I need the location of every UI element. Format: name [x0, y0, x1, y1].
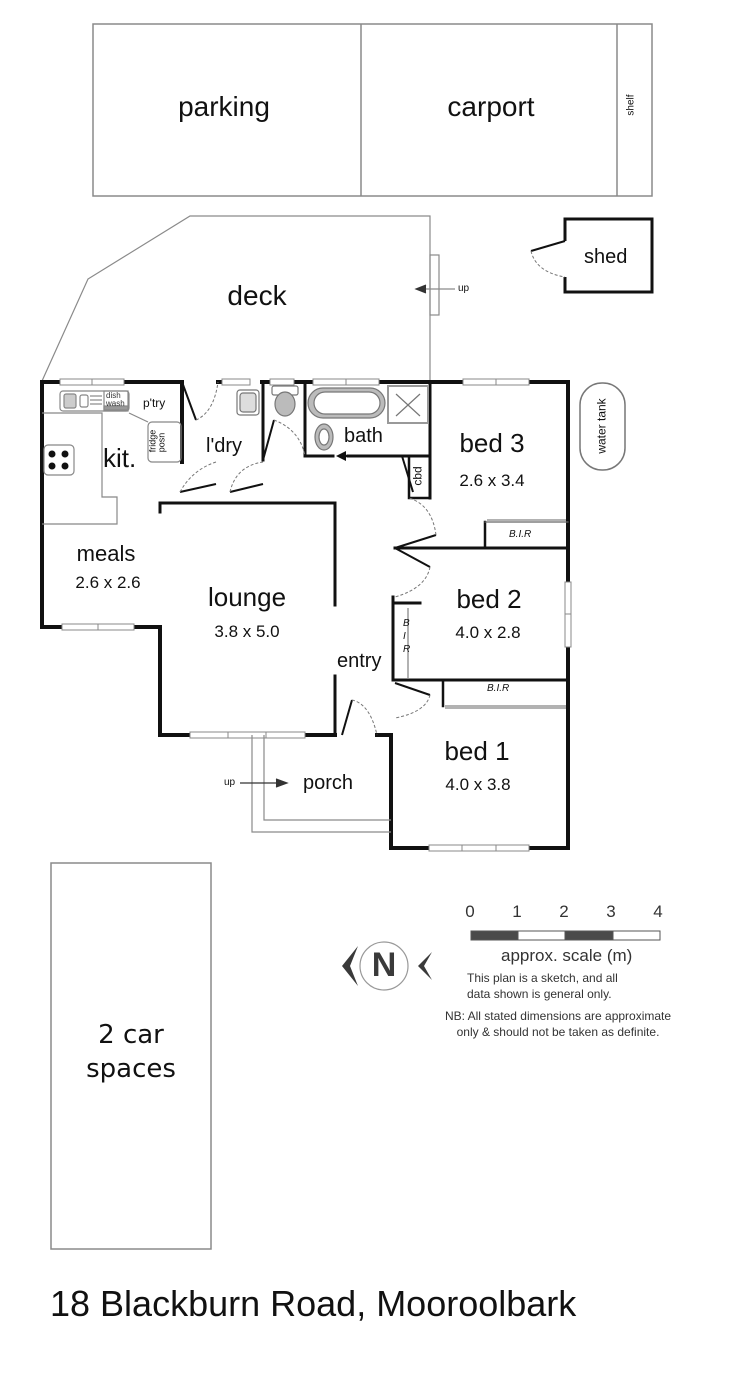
- parking-carport-outline: [92, 23, 653, 197]
- pantry-label: p'try: [143, 396, 166, 410]
- dishwasher-line2: wash: [106, 399, 125, 408]
- scale-tick-1: 1: [512, 902, 522, 921]
- car-spaces-line1: 2 car: [98, 1020, 164, 1050]
- dishwasher-line1: dish: [106, 391, 121, 400]
- deck-outline: [41, 215, 455, 382]
- bed2-label: bed 2: [456, 584, 522, 614]
- kitchen-fixtures: [42, 390, 182, 525]
- laundry-label: l'dry: [206, 435, 243, 457]
- shed-label: shed: [584, 246, 628, 268]
- cupboard-label: cbd: [410, 466, 425, 486]
- disclaimer-line2: data shown is general only.: [467, 987, 612, 1001]
- north-compass: [342, 941, 432, 991]
- scale-tick-2: 2: [559, 902, 569, 921]
- bed3-dimensions: 2.6 x 3.4: [459, 471, 525, 490]
- shelf-label: shelf: [625, 94, 637, 116]
- fridge-position-label: fridge posn: [147, 430, 167, 453]
- bed2-bir-i: I: [403, 631, 406, 642]
- porch-steps: [240, 735, 391, 833]
- entry-label: entry: [337, 650, 382, 672]
- scale-label: approx. scale (m): [501, 946, 633, 965]
- bed2-bir-r: R: [403, 644, 411, 655]
- bed1-label: bed 1: [444, 736, 510, 766]
- disclaimer-dimensions: NB: All stated dimensions are approximat…: [445, 1008, 671, 1040]
- disclaimer-line4: only & should not be taken as definite.: [456, 1025, 660, 1039]
- disclaimer-sketch: This plan is a sketch, and all data show…: [467, 970, 618, 1002]
- lounge-dimensions: 3.8 x 5.0: [214, 622, 280, 641]
- bath-entry-arrow: [336, 451, 364, 461]
- kitchen-label: kit.: [103, 443, 137, 473]
- compass-north-letter: N: [371, 946, 397, 984]
- water-tank-outline: [579, 382, 626, 471]
- scale-tick-4: 4: [653, 902, 663, 921]
- porch-label: porch: [303, 772, 354, 794]
- disclaimer-line1: This plan is a sketch, and all: [467, 971, 618, 985]
- bathroom-fixtures: [236, 385, 429, 451]
- deck-label: deck: [227, 280, 287, 311]
- car-spaces-outline: [50, 862, 212, 1250]
- scale-tick-3: 3: [606, 902, 616, 921]
- bed3-bir-label: B.I.R: [509, 529, 532, 540]
- windows: [59, 378, 572, 852]
- bath-label: bath: [344, 425, 383, 447]
- doors: [179, 381, 437, 736]
- bed2-dimensions: 4.0 x 2.8: [455, 623, 521, 642]
- bed2-bir-b: B: [403, 618, 410, 629]
- fridge-line2: posn: [156, 432, 167, 453]
- bed3-label: bed 3: [459, 428, 525, 458]
- meals-dimensions: 2.6 x 2.6: [75, 573, 141, 592]
- deck-step-up-label: up: [458, 283, 470, 294]
- car-spaces-label: 2 car spaces: [86, 1018, 176, 1086]
- bed1-dimensions: 4.0 x 3.8: [445, 775, 511, 794]
- scale-bar: [470, 930, 661, 941]
- bed2-bir-label: B I R: [403, 617, 410, 656]
- stove-burners: [48, 450, 69, 470]
- scale-tick-0: 0: [465, 902, 475, 921]
- dishwasher-label: dish wash: [106, 392, 125, 408]
- property-address-title: 18 Blackburn Road, Mooroolbark: [50, 1283, 577, 1324]
- disclaimer-line3: NB: All stated dimensions are approximat…: [444, 1009, 672, 1023]
- meals-label: meals: [76, 541, 136, 566]
- lounge-label: lounge: [207, 582, 287, 612]
- water-tank-label: water tank: [594, 398, 609, 454]
- car-spaces-line2: spaces: [86, 1054, 176, 1084]
- carport-label: carport: [447, 91, 535, 122]
- wardrobe-tracks: [407, 519, 566, 709]
- porch-step-up-label: up: [224, 777, 236, 788]
- parking-label: parking: [178, 91, 270, 122]
- bed1-bir-label: B.I.R: [487, 683, 510, 694]
- shed-outline: [530, 217, 654, 294]
